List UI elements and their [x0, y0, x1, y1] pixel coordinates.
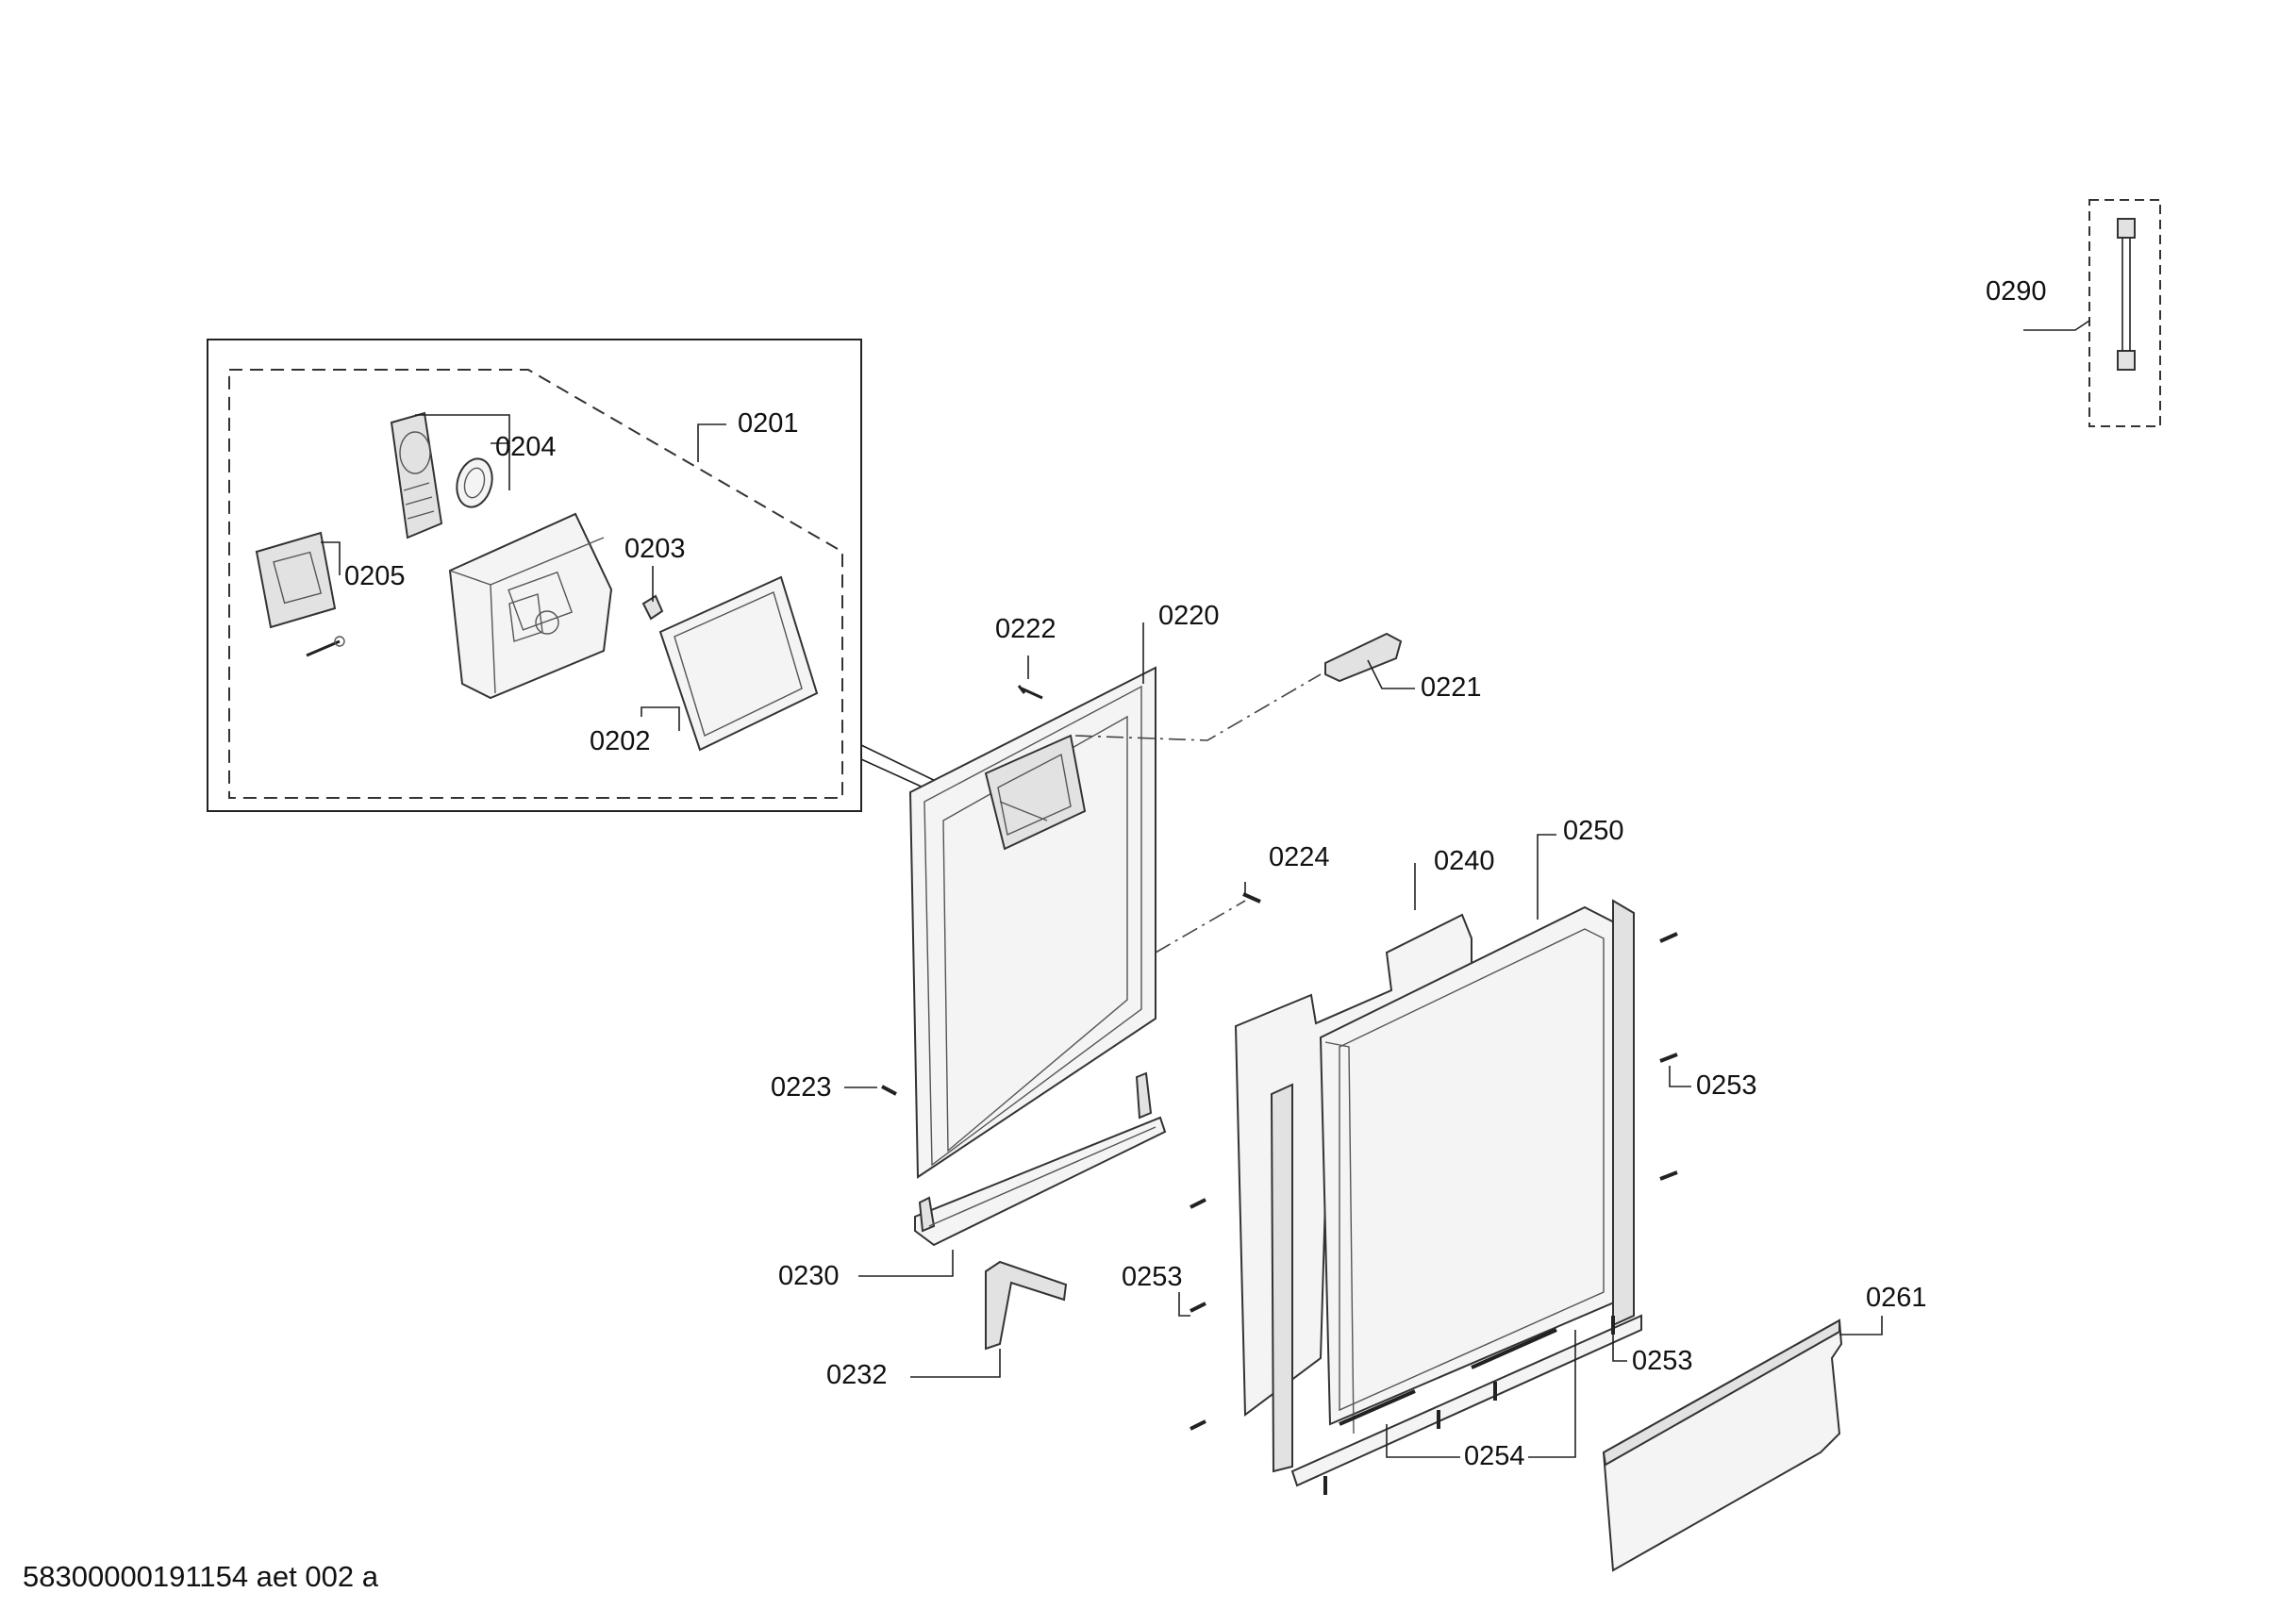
- part-0221-latch: [1324, 632, 1403, 683]
- part-0261-kick-panel: [1602, 1319, 1843, 1572]
- part-0202-gasket: [658, 575, 819, 752]
- part-0232-bracket: [985, 1260, 1068, 1351]
- callout-0254: 0254: [1464, 1441, 1525, 1471]
- part-0203-clip: [641, 594, 664, 621]
- part-0230-bottom-bar: [914, 1071, 1167, 1247]
- part-0204-cover: [390, 411, 493, 539]
- callout-0205: 0205: [344, 561, 406, 591]
- callout-0240: 0240: [1434, 846, 1495, 876]
- detail-inset: [207, 339, 944, 812]
- callout-0203: 0203: [624, 534, 686, 564]
- callout-0253-left: 0253: [1122, 1262, 1183, 1292]
- screws-0253: [1190, 932, 1678, 1495]
- part-0250-outer-frame: [1319, 905, 1628, 1435]
- callout-0220: 0220: [1158, 601, 1220, 631]
- callout-0201: 0201: [738, 408, 799, 439]
- part-side-rails: [1270, 899, 1642, 1487]
- part-0290-cable: [2088, 199, 2161, 427]
- callout-0222: 0222: [995, 614, 1056, 644]
- callout-0232: 0232: [826, 1360, 888, 1390]
- callout-labels: 0201 0202 0203 0204 0205 0220 0221 0222 …: [344, 276, 2047, 1471]
- callout-0224: 0224: [1269, 842, 1330, 872]
- callout-0261: 0261: [1866, 1283, 1927, 1313]
- callout-0221: 0221: [1421, 672, 1482, 703]
- callout-0253-bottom: 0253: [1632, 1346, 1693, 1376]
- leader-lines: [321, 320, 2090, 1458]
- part-dispenser-body: [448, 512, 613, 700]
- callout-0230: 0230: [778, 1261, 840, 1291]
- callout-0204: 0204: [495, 432, 557, 462]
- callout-0223: 0223: [771, 1072, 832, 1103]
- document-id: 58300000191154 aet 002 a: [23, 1560, 379, 1593]
- screws-door: [881, 685, 1261, 1096]
- part-0205-plate: [255, 531, 345, 657]
- callout-0250: 0250: [1563, 816, 1624, 846]
- alignment-lines: [1074, 673, 1322, 954]
- part-0220-inner-door: [908, 666, 1156, 1179]
- callout-0202: 0202: [590, 726, 651, 756]
- part-0254-strips: [1339, 1328, 1557, 1426]
- callout-0253-right: 0253: [1696, 1070, 1757, 1101]
- callout-0290: 0290: [1986, 276, 2047, 307]
- part-0240-panel: [1234, 913, 1472, 1417]
